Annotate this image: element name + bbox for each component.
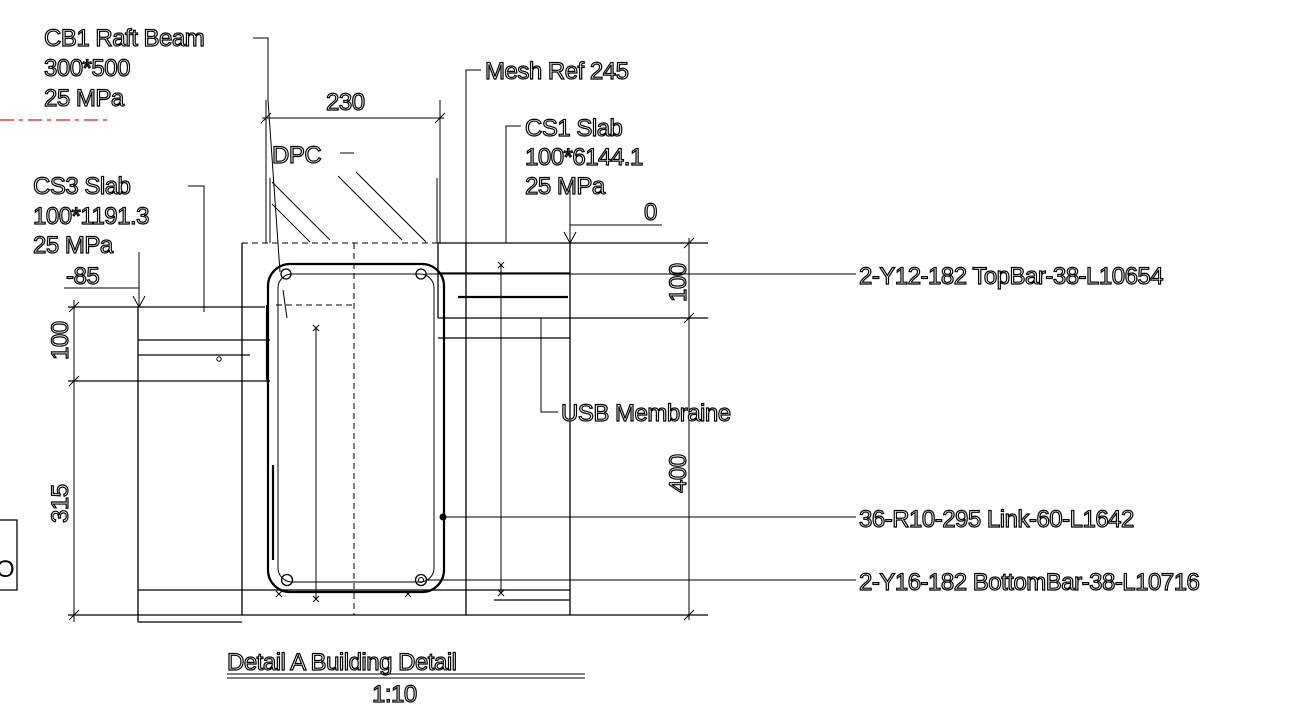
dpc-label: DPC [272,142,321,169]
dim-100-right: 100 [665,263,692,302]
cb1-label-2: 300*500 [44,55,130,82]
bottom-bar-left [280,573,294,587]
cb1-label-1: CB1 Raft Beam [44,25,204,52]
level-0-marker [563,190,662,245]
level-m85-marker [64,252,146,309]
bottom-bar-right [414,573,428,587]
right-dimensions [683,237,695,621]
cs1-leader [505,125,521,243]
top-bar-label: 2-Y12-182 TopBar-38-L10654 [859,263,1163,290]
mesh-leader [465,69,481,243]
dim-400: 400 [665,454,692,493]
cs1-label-1: CS1 Slab [525,115,623,142]
cs1-slab [138,242,708,616]
bottom-bar-label: 2-Y16-182 BottomBar-38-L10716 [859,569,1200,596]
edge-box [0,519,18,591]
cs3-slab [68,305,270,623]
cb1-leader [253,37,281,273]
detail-title: Detail A Building Detail [227,649,456,676]
cs3-label-1: CS3 Slab [33,173,131,200]
link-label: 36-R10-295 Link-60-L1642 [859,506,1134,533]
edge-fragment-text: O [0,556,14,583]
cs3-label-3: 25 MPa [33,232,114,259]
dpc-hatch [271,171,427,243]
level-0-text: 0 [644,199,657,226]
dim-100-left: 100 [47,321,74,360]
top-bar-left [280,268,292,280]
cs1-label-2: 100*6144.1 [525,144,643,171]
dim-230-text: 230 [326,89,365,116]
cs3-leader [188,185,205,312]
rebar-cage [266,262,447,603]
dimension-230 [260,100,446,243]
cs3-label-2: 100*1191.3 [33,203,149,230]
detail-scale: 1:10 [372,681,417,707]
raft-beam-outline [241,242,467,616]
usb-label: USB Membraine [561,400,731,427]
mesh-label: Mesh Ref 245 [485,58,629,85]
cs1-label-3: 25 MPa [525,173,606,200]
link-stirrup [266,262,446,594]
usb-leader [540,318,558,413]
level-m85-text: -85 [66,263,99,290]
left-dimensions [68,300,80,622]
cb1-label-3: 25 MPa [44,85,125,112]
dim-315: 315 [47,484,74,523]
